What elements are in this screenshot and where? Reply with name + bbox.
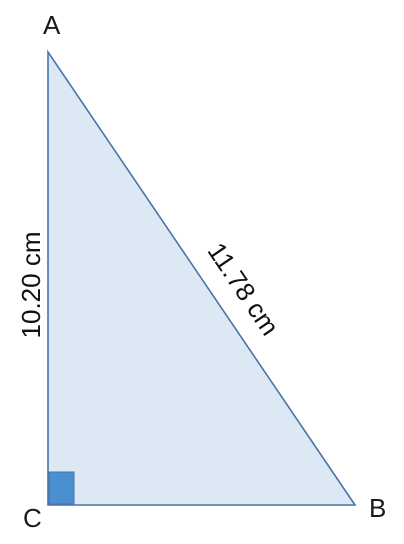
triangle-abc xyxy=(47,49,357,506)
vertex-label-a: A xyxy=(43,10,61,40)
side-label-ac: 10.20 cm xyxy=(16,232,46,339)
right-angle-marker xyxy=(48,471,75,505)
vertex-label-b: B xyxy=(369,493,386,523)
vertex-label-c: C xyxy=(23,503,42,533)
